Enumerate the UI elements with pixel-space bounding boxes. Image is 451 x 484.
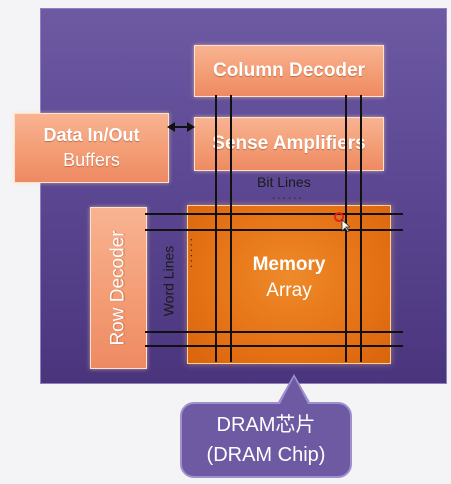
bit-lines-label: Bit Lines [257,174,311,190]
word-lines-label-wrap: Word Lines [158,236,178,326]
callout-line2: (DRAM Chip) [206,444,326,466]
mouse-cursor-icon [334,212,350,232]
column-decoder-label: Column Decoder [212,60,366,81]
row-decoder: Row Decoder [90,207,147,369]
callout-line1: DRAM芯片 [216,414,316,436]
data-buffers-label-line2: Buffers [63,150,120,170]
callout-tail [280,377,308,404]
word-lines-dots: ...... [181,235,195,268]
sense-amplifiers: Sense Amplifiers [194,117,384,171]
sense-amplifiers-label: Sense Amplifiers [212,133,366,154]
memory-array-label-line1: Memory [252,253,326,275]
data-arrow-left-head [167,122,175,132]
column-decoder: Column Decoder [194,45,384,97]
data-arrow-right-head [187,122,195,132]
data-in-out-buffers: Data In/Out Buffers [14,113,169,183]
memory-array: Memory Array [187,205,391,364]
data-buffers-label-line1: Data In/Out [43,125,140,145]
bit-lines-dots: ...... [272,188,305,202]
word-lines-label: Word Lines [160,245,176,317]
memory-array-label-line2: Array [266,279,312,301]
dram-chip-callout: DRAM芯片 (DRAM Chip) [180,402,352,478]
